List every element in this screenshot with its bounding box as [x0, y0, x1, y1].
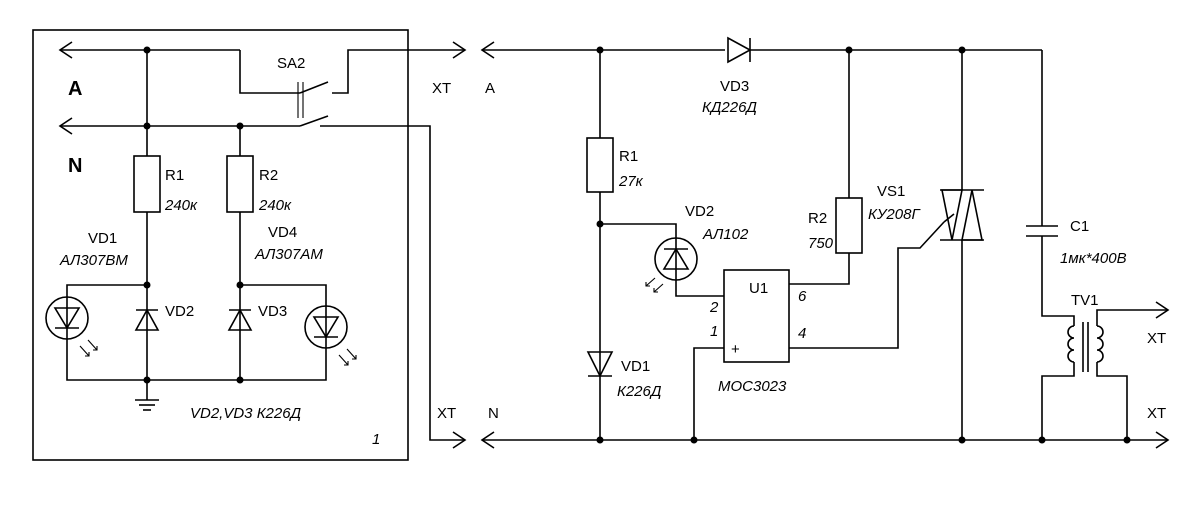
diodes-note: VD2,VD3 К226Д	[190, 405, 302, 422]
r1-right-value: 27к	[618, 173, 644, 190]
led-vd1-left	[45, 296, 98, 357]
diode-vd3-left	[227, 285, 253, 380]
u1-pin-2: 2	[709, 299, 719, 316]
right-phase-label: A	[485, 80, 495, 97]
diode-vd3-right	[727, 36, 752, 64]
u1-pin-6: 6	[798, 288, 807, 305]
triac-vs1	[940, 50, 984, 440]
u1-pin-plus: +	[731, 341, 740, 358]
resistor-r2-right	[835, 197, 863, 254]
switch-sa2-label: SA2	[277, 55, 305, 72]
vd4-left-label: VD4	[268, 224, 297, 241]
left-phase-label: A	[68, 78, 82, 100]
left-n-rail	[58, 117, 300, 135]
left-neutral-label: N	[68, 155, 82, 177]
r2-left-label: R2	[259, 167, 278, 184]
capacitor-c1	[1026, 225, 1058, 237]
vd1-right-label: VD1	[621, 358, 650, 375]
u1-value: МОС3023	[718, 378, 787, 395]
c1-label: C1	[1070, 218, 1089, 235]
u1-label: U1	[749, 280, 768, 297]
c1-value: 1мк*400В	[1060, 250, 1127, 267]
xt-top-label: XT	[432, 80, 451, 97]
vd3-right-value: КД226Д	[702, 99, 757, 116]
led-vd4-left	[304, 305, 357, 366]
right-n-rail	[480, 431, 1170, 449]
led-vd2-right	[645, 237, 698, 293]
r1-left-value: 240к	[164, 197, 198, 214]
tv1-label: TV1	[1071, 292, 1099, 309]
block-1-frame	[32, 29, 409, 461]
vd2-right-value: АЛ102	[702, 226, 749, 243]
vd3-left-label: VD3	[258, 303, 287, 320]
block-number: 1	[372, 431, 380, 448]
ground-symbol	[135, 380, 159, 411]
r2-right-value: 750	[808, 235, 834, 252]
xt-out-bottom-label: XT	[1147, 405, 1166, 422]
switch-sa2	[297, 41, 467, 449]
vd1-left-label: VD1	[88, 230, 117, 247]
vd1-left-value: АЛ307ВМ	[59, 252, 128, 269]
vd4-left-value: АЛ307АМ	[254, 246, 323, 263]
vs1-label: VS1	[877, 183, 905, 200]
xt-bottom-label: XT	[437, 405, 456, 422]
vd1-right-value: К226Д	[617, 383, 662, 400]
xt-out-top-label: XT	[1147, 330, 1166, 347]
transformer-tv1	[1041, 301, 1170, 440]
vs1-value: КУ208Г	[868, 206, 921, 223]
r2-right-label: R2	[808, 210, 827, 227]
r1-right-label: R1	[619, 148, 638, 165]
resistor-r1-left	[133, 155, 161, 213]
resistor-r2-left	[226, 155, 254, 213]
diode-vd2-left	[134, 285, 160, 380]
vd2-left-label: VD2	[165, 303, 194, 320]
r1-left-label: R1	[165, 167, 184, 184]
left-a-rail	[58, 41, 300, 94]
vd2-right-label: VD2	[685, 203, 714, 220]
right-a-rail	[480, 41, 1042, 59]
r2-left-value: 240к	[258, 197, 292, 214]
diode-vd1-right	[586, 351, 614, 378]
u1-pin-4: 4	[798, 325, 806, 342]
u1-pin-1: 1	[710, 323, 718, 340]
vd3-right-label: VD3	[720, 78, 749, 95]
right-neutral-label: N	[488, 405, 499, 422]
resistor-r1-right	[586, 137, 614, 193]
optocoupler-u1	[723, 269, 790, 363]
